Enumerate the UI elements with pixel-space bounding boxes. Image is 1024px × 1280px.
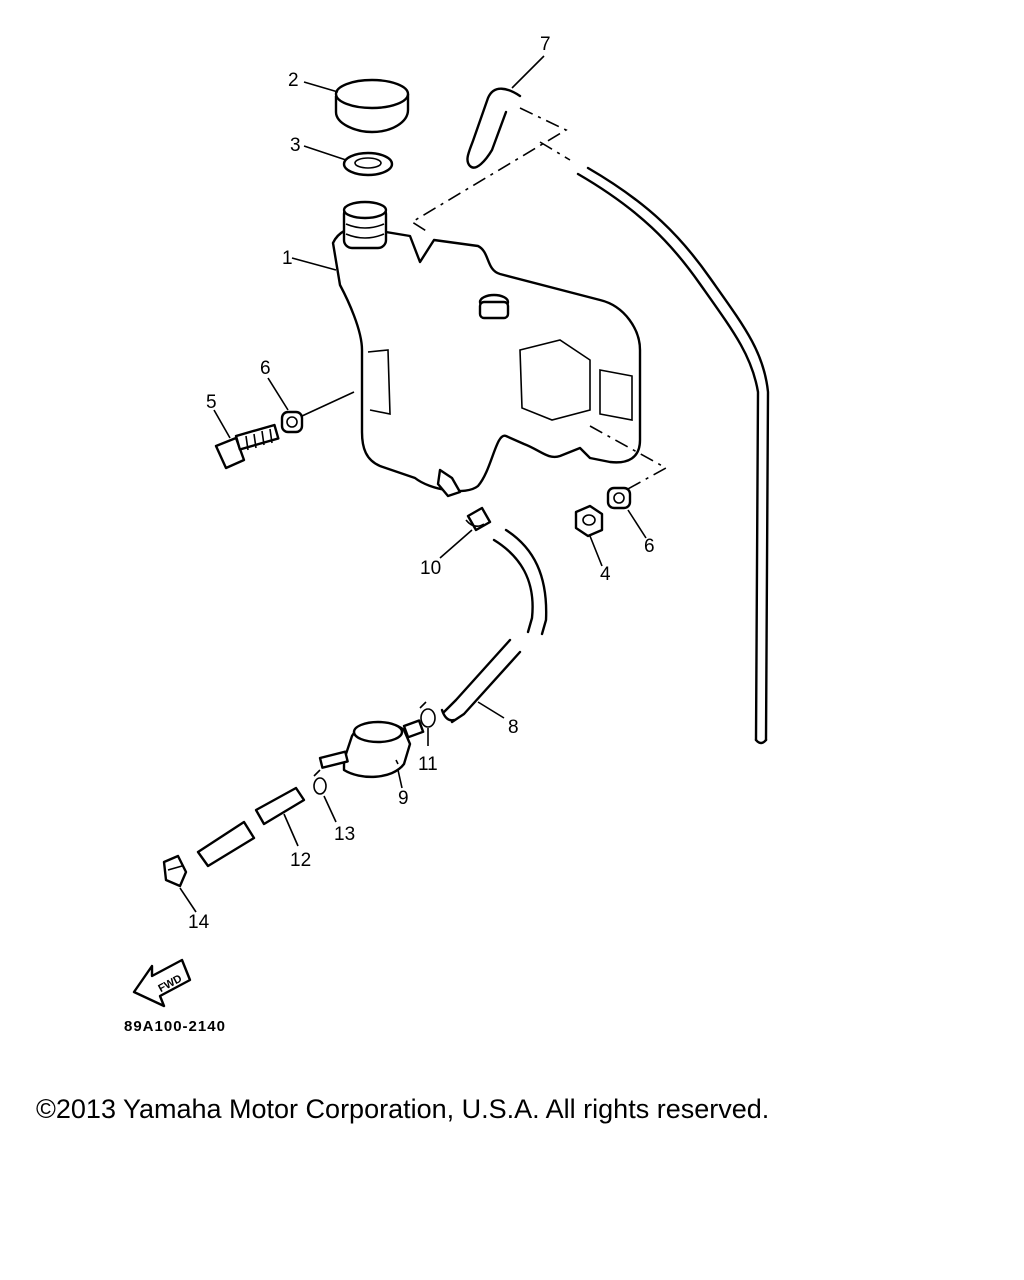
hose-8 (440, 528, 548, 724)
clip-11 (419, 701, 436, 728)
reservoir-tank (331, 200, 642, 498)
collar-left (280, 410, 304, 434)
callout-2: 2 (288, 70, 299, 91)
callout-6b: 6 (644, 536, 655, 557)
clamp-14 (162, 854, 188, 888)
part-code: 89A100-2140 (124, 1018, 226, 1035)
breather-hose (466, 87, 770, 745)
callout-7: 7 (540, 34, 551, 55)
leader-lines (179, 55, 647, 913)
clamp-10 (465, 506, 492, 532)
callout-9: 9 (398, 788, 409, 809)
callout-11: 11 (418, 754, 438, 775)
callout-3: 3 (290, 135, 301, 156)
copyright-notice: ©2013 Yamaha Motor Corporation, U.S.A. A… (36, 1094, 770, 1124)
exploded-parts-diagram: 1 2 3 4 5 6 6 7 8 9 10 11 12 13 14 FWD (132, 34, 770, 1008)
fwd-arrow-icon: FWD (132, 958, 192, 1008)
grommet (574, 504, 604, 538)
callout-5: 5 (206, 392, 217, 413)
callout-1: 1 (282, 248, 293, 269)
callout-13: 13 (334, 824, 355, 845)
callout-4: 4 (600, 564, 611, 585)
bolt (214, 423, 280, 470)
clip-13 (313, 769, 327, 795)
hose-12 (196, 786, 306, 868)
collar-right (606, 486, 632, 510)
callout-14: 14 (188, 912, 210, 933)
assembly-lines (410, 107, 668, 491)
callout-12: 12 (290, 850, 311, 871)
callout-10: 10 (420, 558, 441, 579)
callout-6a: 6 (260, 358, 271, 379)
callout-8: 8 (508, 717, 519, 738)
filter-9 (318, 719, 425, 779)
gasket (342, 151, 394, 177)
cap (334, 78, 410, 134)
